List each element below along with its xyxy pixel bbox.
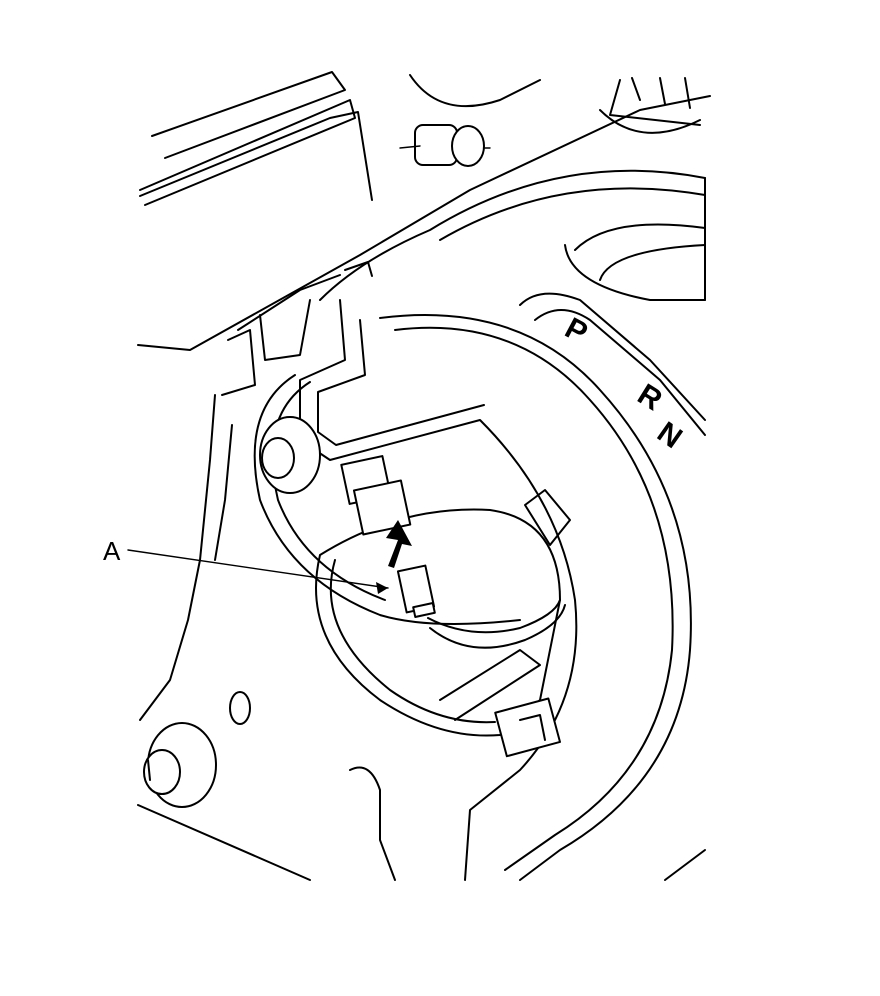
gear-indicator-p: P [560,312,593,351]
mounting-bolt-lower [143,722,217,808]
dashboard-outline [137,71,711,351]
mounting-hole [229,691,251,725]
lower-connector-half [396,564,566,649]
stalk-knob [399,124,491,167]
column-housing [137,274,341,881]
upper-connector-half [340,455,412,536]
mounting-bolt-upper [259,416,321,494]
gear-indicator-n: N [651,416,688,455]
connect-direction-arrow [386,520,412,568]
gear-indicator: P R N [519,292,706,455]
airbag-cavity [315,489,571,758]
callout-a: A [103,536,389,594]
wire-loop [253,374,521,625]
callout-a-label: A [103,536,121,566]
